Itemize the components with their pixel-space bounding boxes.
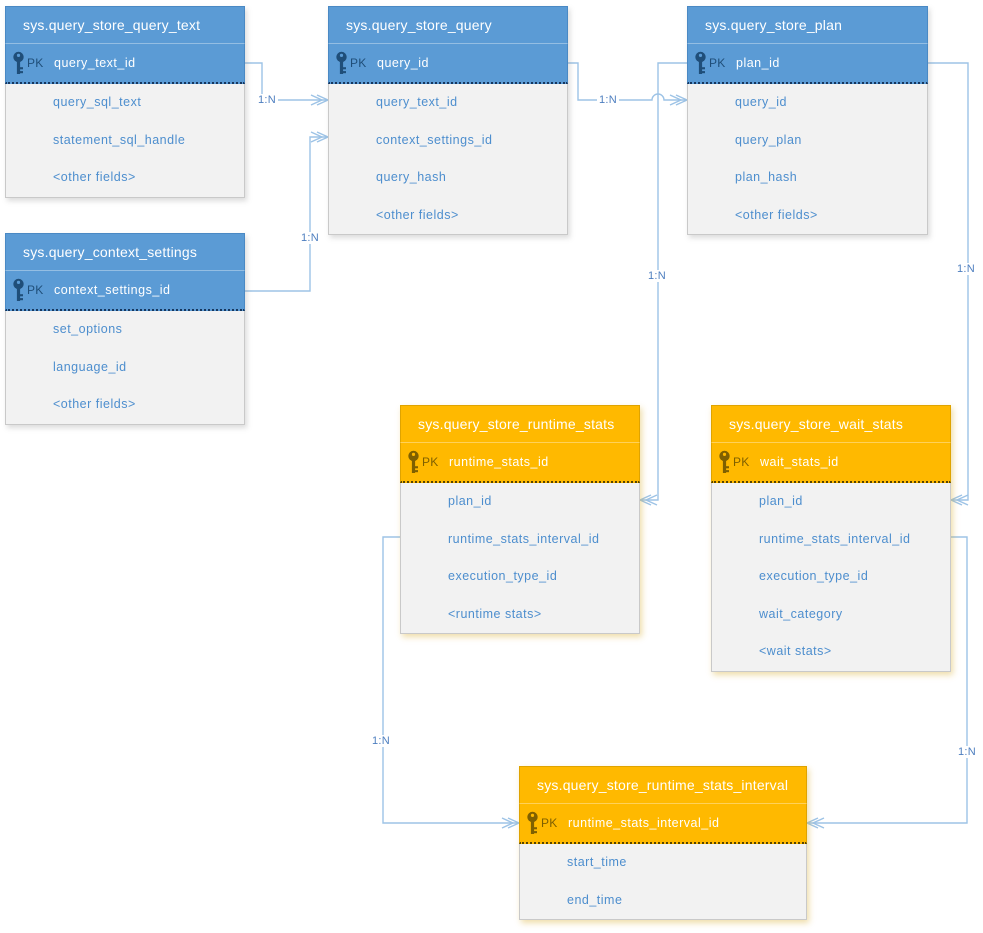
field-row: query_text_id: [376, 95, 458, 109]
primary-key-row: PK runtime_stats_id: [400, 443, 640, 483]
pk-badge: PK: [27, 56, 44, 70]
primary-key-row: PK query_id: [328, 44, 568, 84]
field-row: <other fields>: [735, 207, 818, 222]
relationship-connector: [568, 62, 686, 101]
table-title: sys.query_store_runtime_stats: [400, 405, 640, 443]
primary-key-row: PK wait_stats_id: [711, 443, 951, 483]
relationship-connector: [245, 136, 327, 292]
primary-key-icon: [718, 450, 731, 474]
relationship-connector: [382, 536, 518, 824]
relationship-connector: [928, 62, 969, 501]
field-row: wait_category: [759, 606, 843, 621]
table-title: sys.query_context_settings: [5, 233, 245, 271]
arrowhead-icon: [644, 494, 658, 506]
pk-field-name: wait_stats_id: [760, 455, 839, 469]
table-fields: query_sql_text statement_sql_handle <other…: [5, 84, 245, 198]
arrowhead-icon: [811, 817, 825, 829]
table-fields: set_options language_id <other fields>: [5, 311, 245, 425]
primary-key-icon: [12, 51, 25, 75]
field-row: end_time: [567, 892, 623, 907]
field-row: query_hash: [376, 170, 447, 184]
arrowhead-icon: [805, 817, 819, 829]
field-row: plan_id: [448, 494, 492, 508]
arrowhead-icon: [949, 494, 963, 506]
primary-key-icon: [335, 51, 348, 75]
table-fields: start_time end_time: [519, 844, 807, 920]
field-row: query_id: [735, 95, 787, 109]
field-row: <other fields>: [53, 170, 136, 184]
table-title: sys.query_store_runtime_stats_interval: [519, 766, 807, 804]
table-fields: query_text_id context_settings_id query_ha…: [328, 84, 568, 235]
relationship-connector: [808, 536, 968, 824]
field-row: context_settings_id: [376, 132, 493, 147]
pk-field-name: query_text_id: [54, 56, 136, 70]
table-fields: query_id query_plan plan_hash <other fields…: [687, 84, 928, 235]
arrowhead-icon: [638, 494, 652, 506]
pk-badge: PK: [27, 283, 44, 297]
table-fields: plan_id runtime_stats_interval_id executio…: [711, 483, 951, 672]
relationship-connector: [245, 62, 327, 101]
primary-key-row: PK plan_id: [687, 44, 928, 84]
field-row: query_sql_text: [53, 95, 142, 109]
cardinality-label: 1:N: [298, 232, 322, 244]
cardinality-label: 1:N: [369, 735, 393, 747]
primary-key-icon: [12, 278, 25, 302]
primary-key-icon: [526, 811, 539, 835]
pk-field-name: runtime_stats_id: [449, 455, 549, 469]
pk-badge: PK: [422, 455, 439, 469]
field-row: query_plan: [735, 132, 802, 147]
pk-field-name: query_id: [377, 56, 429, 70]
primary-key-icon: [407, 450, 420, 474]
cardinality-label: 1:N: [255, 94, 279, 106]
table-fields: plan_id runtime_stats_interval_id executio…: [400, 483, 640, 634]
pk-field-name: context_settings_id: [54, 283, 171, 297]
primary-key-row: PK runtime_stats_interval_id: [519, 804, 807, 844]
primary-key-row: PK query_text_id: [5, 44, 245, 84]
arrowhead-icon: [955, 494, 969, 506]
field-row: runtime_stats_interval_id: [759, 531, 911, 546]
field-row: <other fields>: [376, 207, 459, 222]
field-row: <other fields>: [53, 397, 136, 411]
field-row: start_time: [567, 855, 627, 869]
table-title: sys.query_store_wait_stats: [711, 405, 951, 443]
arrowhead-icon: [501, 817, 515, 829]
field-row: execution_type_id: [759, 569, 869, 583]
field-row: set_options: [53, 322, 123, 336]
pk-field-name: runtime_stats_interval_id: [568, 816, 720, 830]
field-row: <wait stats>: [759, 644, 832, 658]
arrowhead-icon: [310, 131, 324, 143]
arrowhead-icon: [310, 94, 324, 106]
cardinality-label: 1:N: [954, 263, 978, 275]
pk-badge: PK: [350, 56, 367, 70]
field-row: execution_type_id: [448, 569, 558, 583]
cardinality-label: 1:N: [596, 94, 620, 106]
arrowhead-icon: [669, 94, 683, 106]
pk-field-name: plan_id: [736, 56, 780, 70]
field-row: <runtime stats>: [448, 606, 542, 621]
field-row: plan_hash: [735, 170, 798, 184]
cardinality-label: 1:N: [955, 746, 979, 758]
pk-badge: PK: [709, 56, 726, 70]
field-row: plan_id: [759, 494, 803, 508]
field-row: statement_sql_handle: [53, 132, 186, 147]
field-row: language_id: [53, 359, 127, 374]
table-title: sys.query_store_query_text: [5, 6, 245, 44]
field-row: runtime_stats_interval_id: [448, 531, 600, 546]
pk-badge: PK: [733, 455, 750, 469]
table-title: sys.query_store_plan: [687, 6, 928, 44]
primary-key-row: PK context_settings_id: [5, 271, 245, 311]
primary-key-icon: [694, 51, 707, 75]
table-title: sys.query_store_query: [328, 6, 568, 44]
cardinality-label: 1:N: [645, 270, 669, 282]
pk-badge: PK: [541, 816, 558, 830]
